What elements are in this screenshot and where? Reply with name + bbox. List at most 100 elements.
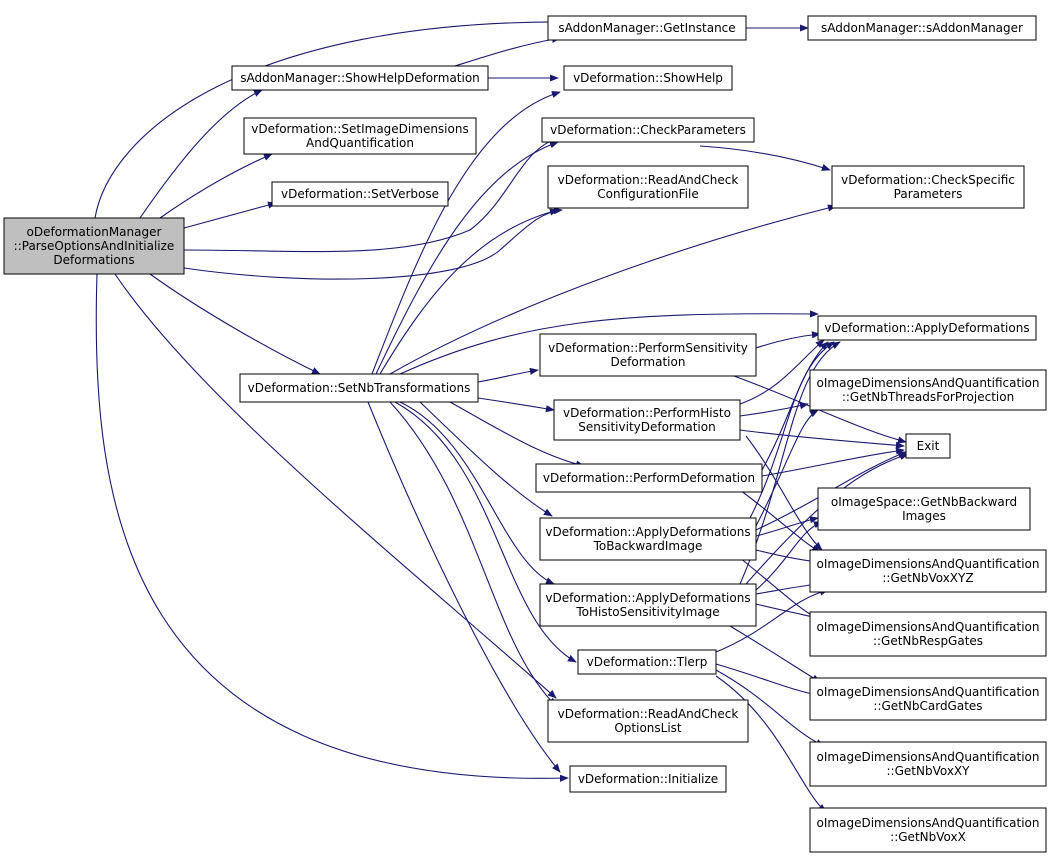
node-check-params[interactable]: vDeformation::CheckParameters bbox=[541, 117, 755, 143]
edge-setnbtrans-readconfig bbox=[379, 208, 559, 375]
edge-perfhisto-getnbthreads bbox=[739, 402, 809, 417]
edge-tlerp-getnbvoxxyz bbox=[715, 588, 829, 653]
node-box bbox=[817, 487, 1031, 531]
node-get-nb-vox-xy[interactable]: oImageDimensionsAndQuantification::GetNb… bbox=[809, 741, 1047, 787]
edge-setnbtrans-applyhisto bbox=[399, 401, 555, 585]
edge-perfhisto-exit bbox=[739, 429, 905, 449]
node-box bbox=[809, 549, 1047, 593]
node-label: vDeformation::PerformHisto bbox=[563, 406, 731, 420]
edge-applybackward-getnbbackward bbox=[755, 516, 819, 537]
node-label: sAddonManager::sAddonManager bbox=[821, 21, 1023, 35]
node-box bbox=[809, 611, 1047, 657]
edge-root-setverbose bbox=[183, 201, 277, 229]
node-box bbox=[547, 15, 747, 41]
node-label: oImageDimensionsAndQuantification bbox=[817, 685, 1040, 699]
node-label: ::GetNbCardGates bbox=[873, 699, 982, 713]
node-label: vDeformation::ApplyDeformations bbox=[545, 525, 750, 539]
node-label: oDeformationManager bbox=[27, 225, 162, 239]
node-label: SensitivityDeformation bbox=[578, 420, 715, 434]
node-exit[interactable]: Exit bbox=[905, 433, 951, 459]
edge-applybackward-exit bbox=[755, 451, 907, 531]
node-label: Deformations bbox=[53, 253, 134, 267]
node-get-nb-threads[interactable]: oImageDimensionsAndQuantification::GetNb… bbox=[809, 369, 1047, 411]
node-label: vDeformation::CheckSpecific bbox=[841, 173, 1015, 187]
edge-applybackward-applydefs bbox=[749, 341, 835, 519]
node-get-nb-vox-x[interactable]: oImageDimensionsAndQuantification::GetNb… bbox=[809, 807, 1047, 853]
edge-root-setimagedims bbox=[159, 153, 273, 219]
node-label: Images bbox=[902, 509, 946, 523]
node-label: sAddonManager::GetInstance bbox=[558, 21, 735, 35]
node-label: vDeformation::ApplyDeformations bbox=[824, 321, 1029, 335]
node-box bbox=[547, 699, 749, 743]
edge-setnbtrans-readoptions bbox=[389, 401, 557, 707]
node-apply-defs[interactable]: vDeformation::ApplyDeformations bbox=[817, 315, 1037, 341]
edge-tlerp-getnbvoxxy bbox=[715, 669, 825, 747]
edge-setnbtrans-tlerp bbox=[394, 401, 577, 663]
node-initialize[interactable]: vDeformation::Initialize bbox=[569, 765, 727, 793]
node-label: vDeformation::ReadAndCheck bbox=[558, 707, 739, 721]
edge-checkparams-checkspecific bbox=[699, 145, 831, 171]
edge-applyhisto-getnbbackward bbox=[755, 521, 823, 591]
node-read-config[interactable]: vDeformation::ReadAndCheckConfigurationF… bbox=[547, 165, 749, 209]
node-perf-def[interactable]: vDeformation::PerformDeformation bbox=[535, 463, 763, 493]
node-show-help-def[interactable]: sAddonManager::ShowHelpDeformation bbox=[231, 65, 489, 91]
node-label: vDeformation::Initialize bbox=[578, 772, 718, 786]
node-s-addon-ctor[interactable]: sAddonManager::sAddonManager bbox=[807, 15, 1037, 41]
node-perf-sens[interactable]: vDeformation::PerformSensitivityDeformat… bbox=[539, 333, 757, 377]
node-box bbox=[547, 165, 749, 209]
edge-perfhisto-applydefs bbox=[739, 339, 825, 405]
node-box bbox=[243, 117, 477, 155]
node-box bbox=[817, 315, 1037, 341]
node-label: Exit bbox=[917, 439, 940, 453]
node-label: ConfigurationFile bbox=[597, 187, 698, 201]
edge-showhelpdef-getinstance bbox=[454, 35, 561, 67]
edge-setnbtrans-showhelp bbox=[371, 90, 561, 375]
node-label: ::GetNbThreadsForProjection bbox=[842, 390, 1014, 404]
node-set-nb-trans[interactable]: vDeformation::SetNbTransformations bbox=[239, 373, 479, 403]
node-label: ::GetNbVoxX bbox=[890, 830, 966, 844]
node-label: vDeformation::CheckParameters bbox=[550, 123, 746, 137]
node-apply-backward[interactable]: vDeformation::ApplyDeformationsToBackwar… bbox=[539, 517, 757, 561]
edge-setnbtrans-perfsens bbox=[477, 367, 539, 383]
node-label: oImageDimensionsAndQuantification bbox=[817, 376, 1040, 390]
edge-tlerp-getnbvoxx bbox=[715, 675, 827, 813]
node-box bbox=[539, 517, 757, 561]
node-label: ::GetNbRespGates bbox=[873, 634, 983, 648]
node-label: vDeformation::Tlerp bbox=[587, 655, 708, 669]
node-get-nb-card[interactable]: oImageDimensionsAndQuantification::GetNb… bbox=[809, 677, 1047, 721]
node-get-nb-vox-xyz[interactable]: oImageDimensionsAndQuantification::GetNb… bbox=[809, 549, 1047, 593]
node-root[interactable]: oDeformationManager::ParseOptionsAndInit… bbox=[3, 217, 185, 275]
edge-perfdef-getnbvoxxyz bbox=[739, 489, 821, 553]
node-box bbox=[239, 373, 479, 403]
node-get-instance[interactable]: sAddonManager::GetInstance bbox=[547, 15, 747, 41]
node-set-verbose[interactable]: vDeformation::SetVerbose bbox=[271, 181, 449, 207]
node-label: vDeformation::PerformSensitivity bbox=[548, 341, 748, 355]
node-apply-histo[interactable]: vDeformation::ApplyDeformationsToHistoSe… bbox=[539, 583, 757, 627]
node-perf-histo[interactable]: vDeformation::PerformHistoSensitivityDef… bbox=[553, 399, 741, 441]
edge-setnbtrans-checkspecific bbox=[389, 204, 837, 375]
edge-applyhisto-getnbcard bbox=[729, 625, 821, 683]
node-tlerp[interactable]: vDeformation::Tlerp bbox=[577, 649, 717, 675]
node-label: oImageSpace::GetNbBackward bbox=[831, 495, 1017, 509]
node-box bbox=[831, 165, 1025, 209]
node-box bbox=[569, 765, 727, 793]
edge-setnbtrans-perfdef bbox=[449, 401, 585, 468]
edge-setnbtrans-checkparams bbox=[375, 141, 559, 375]
node-label: ::GetNbVoxXYZ bbox=[882, 571, 973, 585]
edge-setnbtrans-applydefs bbox=[399, 310, 819, 375]
node-label: oImageDimensionsAndQuantification bbox=[817, 620, 1040, 634]
node-box bbox=[539, 583, 757, 627]
edge-applyhisto-getnbresp bbox=[755, 603, 819, 620]
node-get-nb-resp[interactable]: oImageDimensionsAndQuantification::GetNb… bbox=[809, 611, 1047, 657]
node-set-image-dims[interactable]: vDeformation::SetImageDimensionsAndQuant… bbox=[243, 117, 477, 155]
node-label: oImageDimensionsAndQuantification bbox=[817, 816, 1040, 830]
node-label: ToHistoSensitivityImage bbox=[575, 605, 719, 619]
node-label: vDeformation::SetVerbose bbox=[281, 187, 439, 201]
node-show-help[interactable]: vDeformation::ShowHelp bbox=[563, 65, 733, 91]
node-box bbox=[553, 399, 741, 441]
node-box bbox=[3, 217, 185, 275]
edge-applyhisto-applydefs bbox=[739, 341, 841, 585]
